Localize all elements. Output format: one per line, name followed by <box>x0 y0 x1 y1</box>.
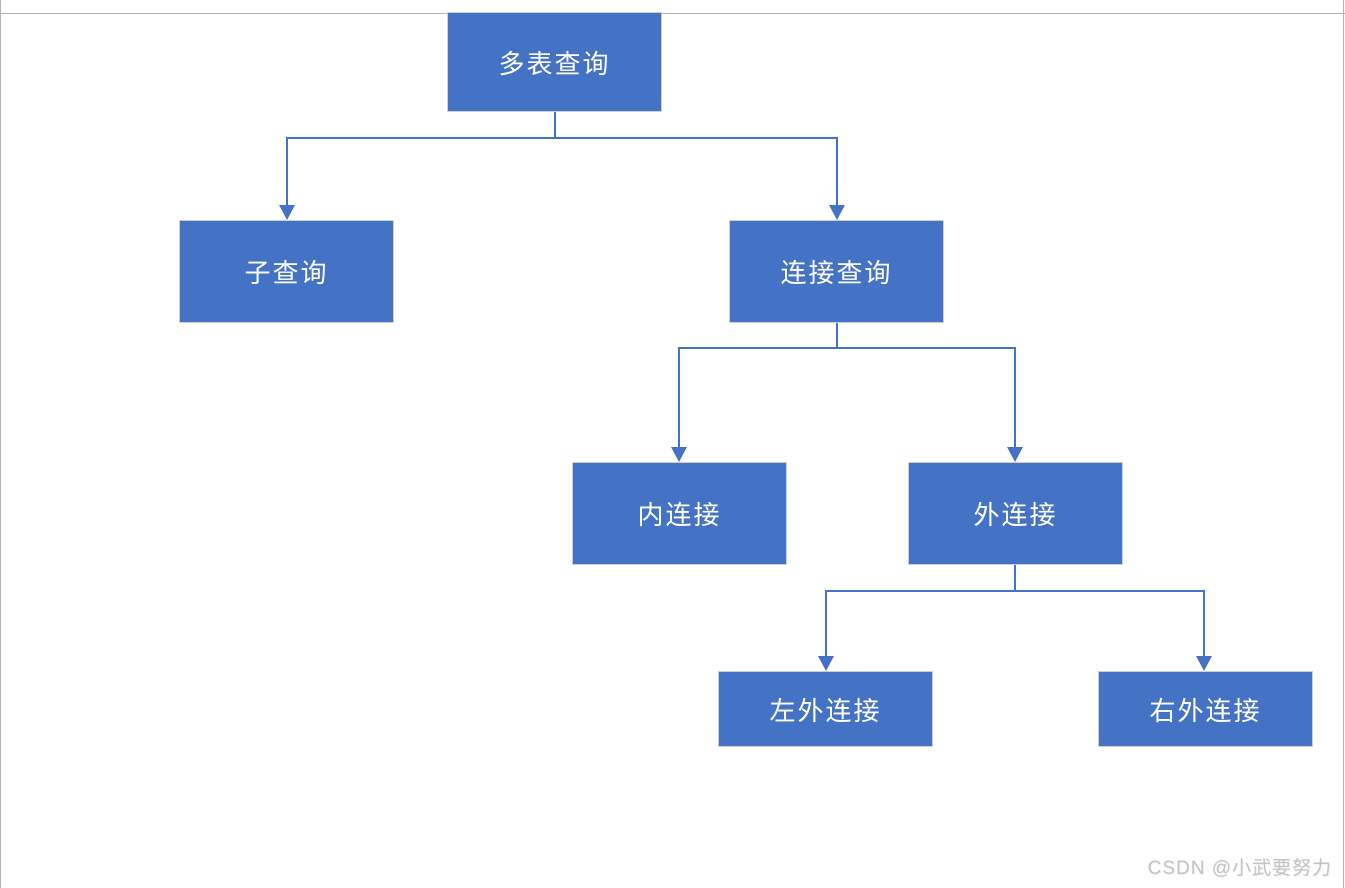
arrowhead-down-icon <box>1007 447 1023 462</box>
connector-outer-children <box>818 565 1212 671</box>
arrowhead-down-icon <box>818 656 834 671</box>
node-join-query: 连接查询 <box>729 220 944 323</box>
node-label: 子查询 <box>244 258 329 288</box>
arrowhead-down-icon <box>671 447 687 462</box>
node-label: 左外连接 <box>769 695 882 726</box>
node-label: 右外连接 <box>1149 695 1262 726</box>
frame-left-line <box>0 0 1 888</box>
node-multi-table-query: 多表查询 <box>447 12 662 112</box>
node-outer-join: 外连接 <box>908 462 1123 565</box>
node-label: 多表查询 <box>498 48 611 79</box>
node-subquery: 子查询 <box>179 220 394 323</box>
connector-join-children <box>671 323 1023 462</box>
arrowhead-down-icon <box>1196 656 1212 671</box>
connector-root-children <box>279 112 845 220</box>
frame-right-line <box>1343 0 1344 888</box>
node-left-outer-join: 左外连接 <box>718 671 933 747</box>
node-label: 连接查询 <box>780 258 893 288</box>
arrowhead-down-icon <box>829 205 845 220</box>
node-label: 外连接 <box>973 500 1058 530</box>
frame-top-line <box>0 13 1345 14</box>
node-inner-join: 内连接 <box>572 462 787 565</box>
arrowhead-down-icon <box>279 205 295 220</box>
node-label: 内连接 <box>637 500 722 530</box>
node-right-outer-join: 右外连接 <box>1098 671 1313 747</box>
csdn-watermark: CSDN @小武要努力 <box>1147 858 1332 879</box>
